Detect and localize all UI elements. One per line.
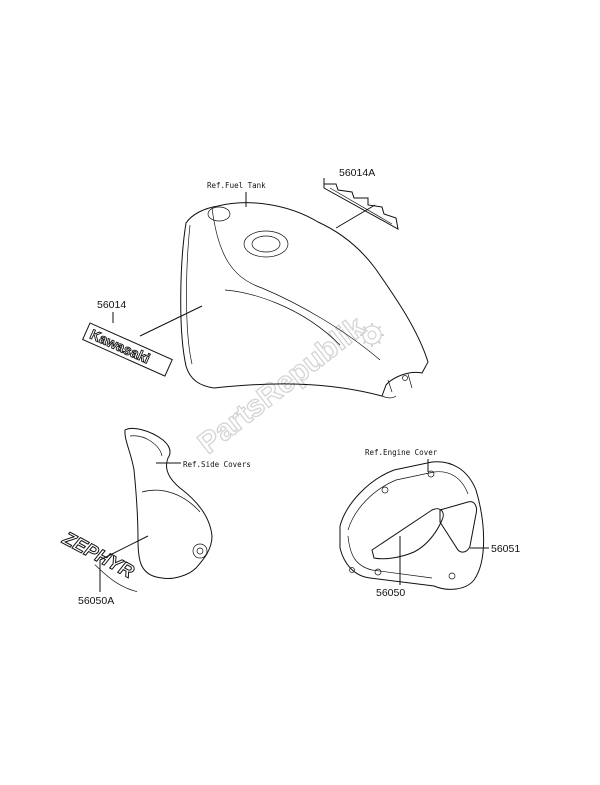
watermark: PartsRepublik bbox=[191, 309, 384, 461]
engine-cover bbox=[339, 461, 485, 590]
part-56050a-label: 56050A bbox=[78, 595, 114, 607]
gear-icon bbox=[360, 323, 384, 347]
kawasaki-emblem: Kawasaki bbox=[82, 322, 173, 377]
ref-engine-cover-label: Ref.Engine Cover bbox=[365, 448, 438, 457]
part-56014a-leader bbox=[335, 204, 376, 229]
cover-window-56050 bbox=[371, 508, 444, 560]
part-56050a-leader-diag bbox=[99, 535, 149, 561]
fuel-tank bbox=[180, 202, 429, 399]
part-56014a-label: 56014A bbox=[339, 167, 375, 179]
ref-fuel-tank-label: Ref.Fuel Tank bbox=[207, 181, 266, 190]
part-56014-leader bbox=[139, 305, 203, 337]
zephyr-emblem-text: ZEPHYR bbox=[58, 528, 137, 583]
part-56050-label: 56050 bbox=[376, 587, 405, 599]
decal-56014a bbox=[323, 178, 399, 230]
side-cover bbox=[124, 427, 213, 579]
part-56051-label: 56051 bbox=[491, 543, 520, 555]
zephyr-emblem: ZEPHYR bbox=[58, 527, 138, 593]
part-56014-label: 56014 bbox=[97, 299, 126, 311]
ref-side-covers-label: Ref.Side Covers bbox=[183, 460, 251, 469]
cover-window-56051 bbox=[439, 501, 477, 553]
